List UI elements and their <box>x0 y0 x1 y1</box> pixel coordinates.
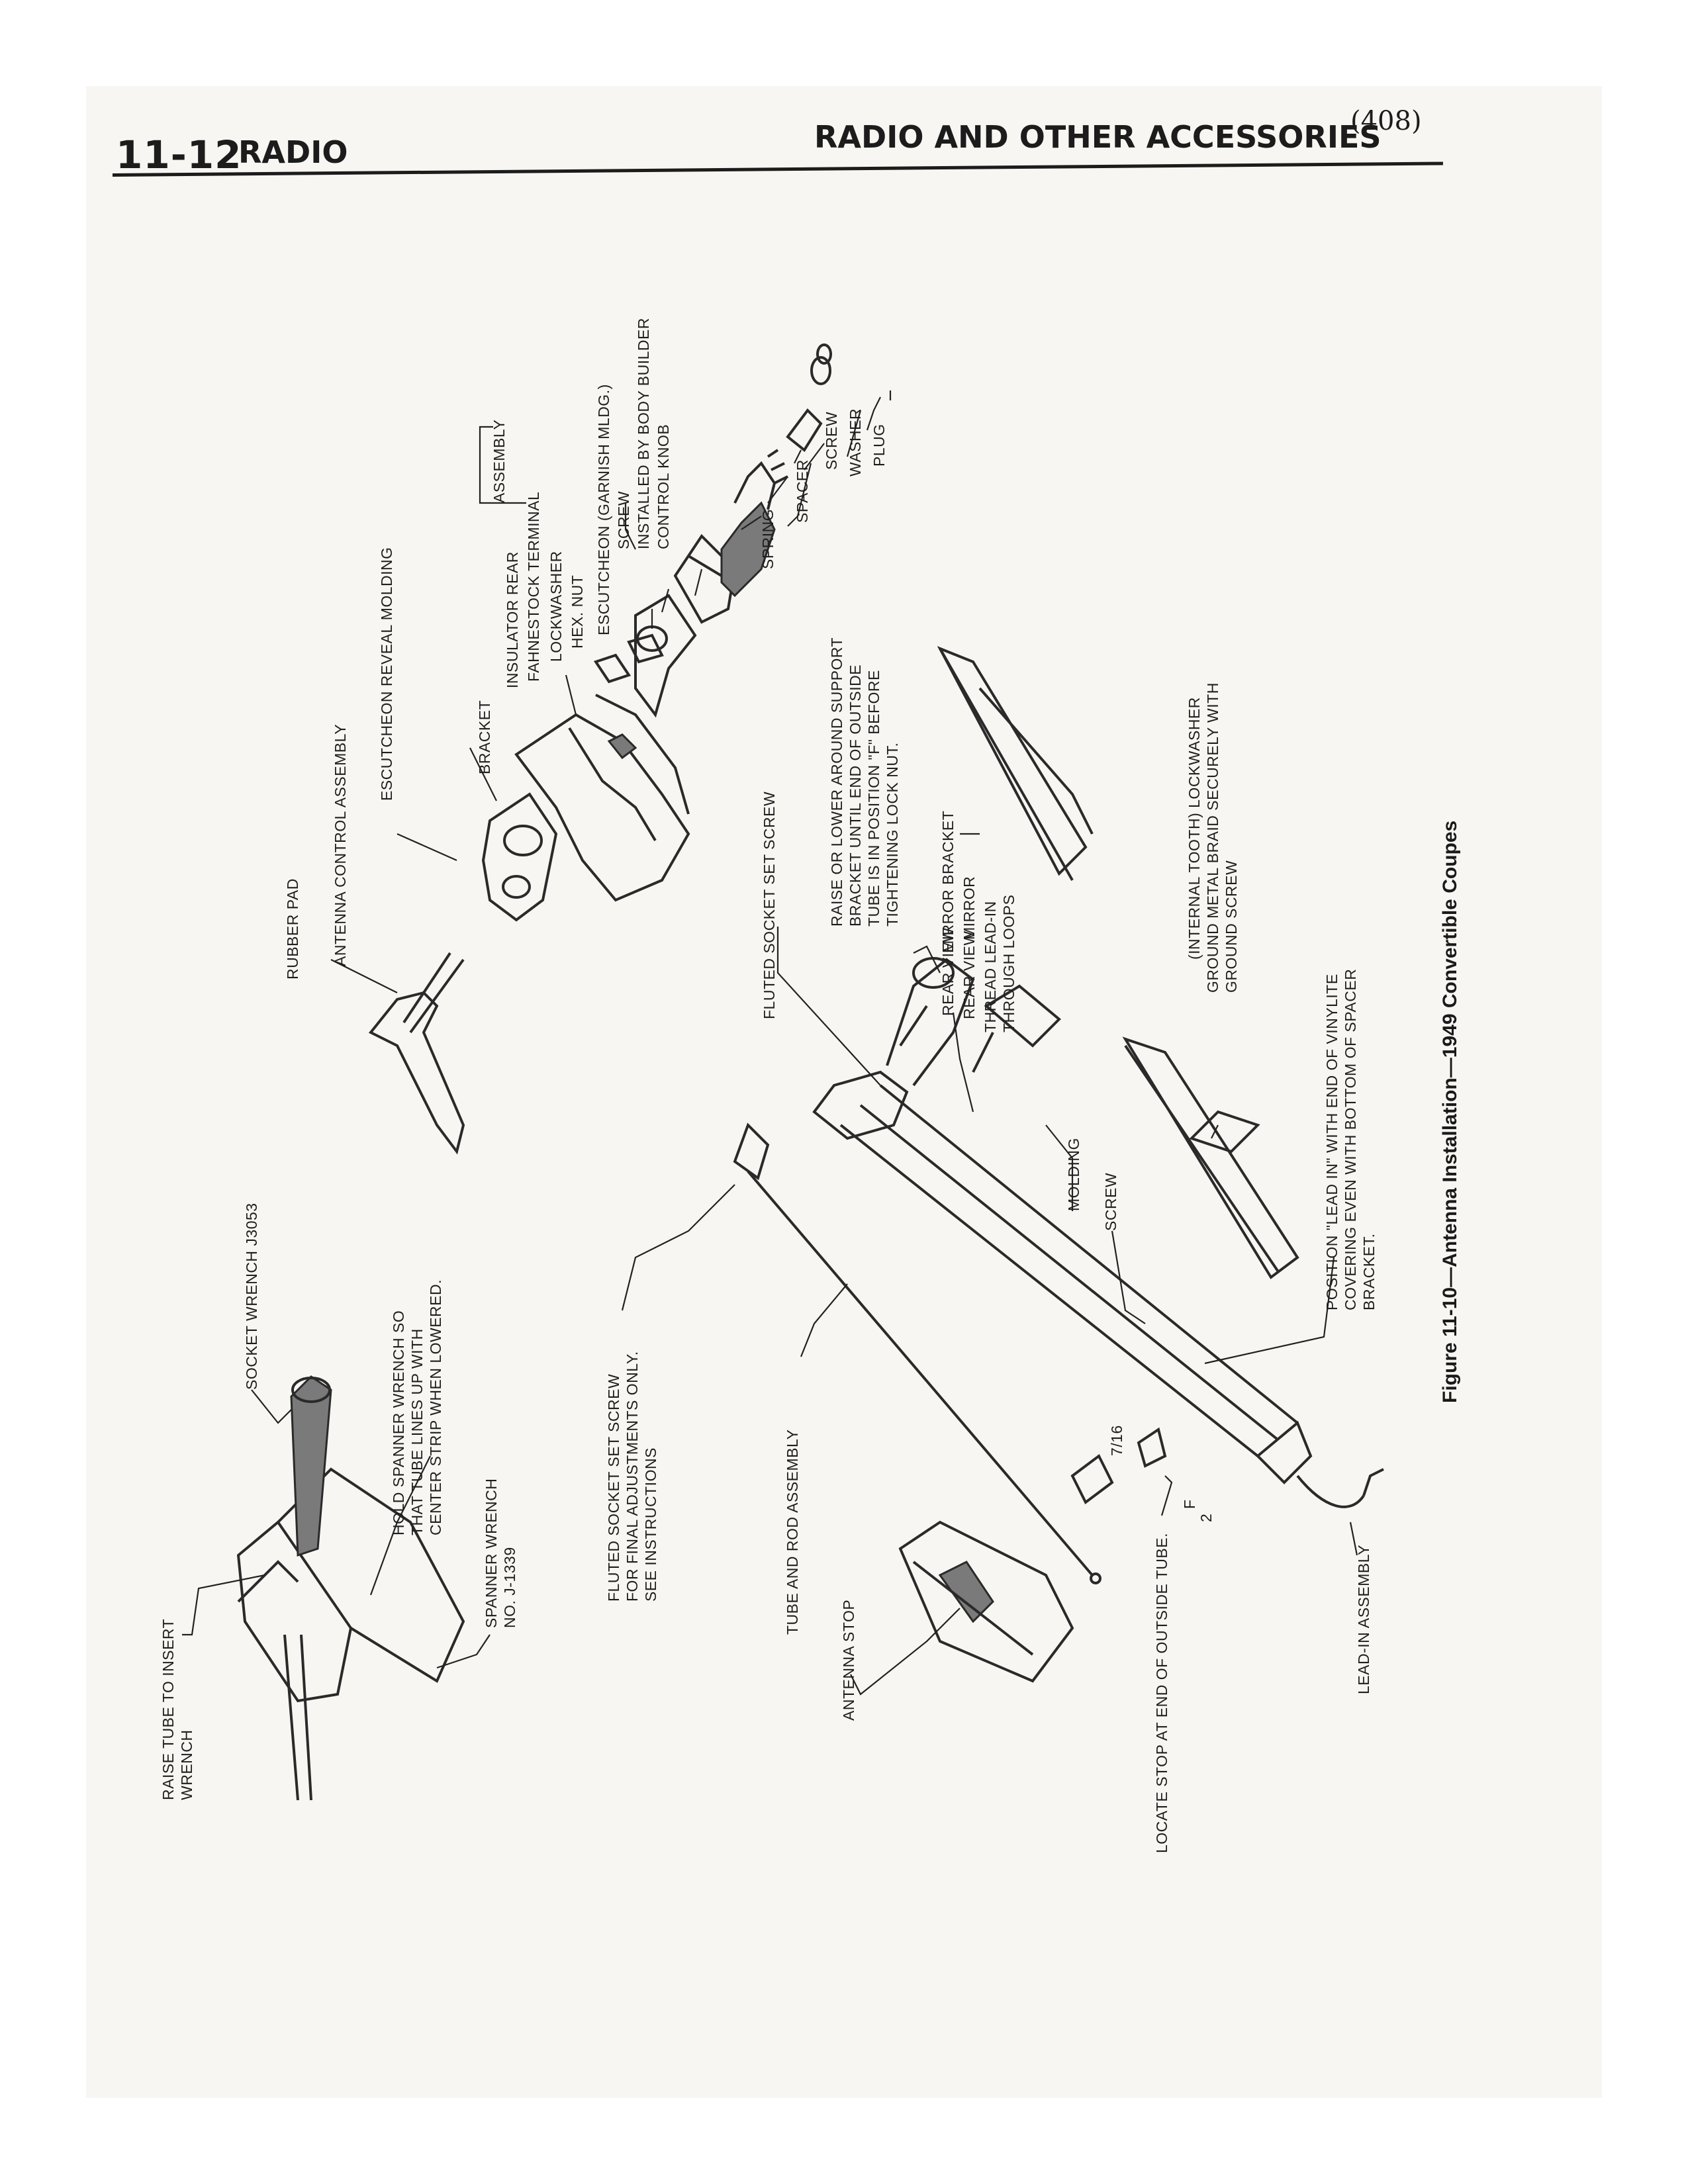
detail-views-illustration <box>937 646 1299 1279</box>
label-fluted-final-1: FLUTED SOCKET SET SCREW <box>605 1374 622 1602</box>
section-title: RADIO <box>238 134 348 170</box>
label-control-knob: CONTROL KNOB <box>655 424 672 549</box>
label-assembly: ASSEMBLY <box>491 420 508 503</box>
label-screw: SCREW <box>823 412 840 470</box>
label-hex-nut: HEX. NUT <box>569 575 586 649</box>
label-rear-view-mirror-1: REAR VIEW <box>939 927 957 1016</box>
label-raise-lower-4: TIGHTENING LOCK NUT. <box>884 743 901 927</box>
label-thread-lead-in-2: THROUGH LOOPS <box>1000 895 1017 1032</box>
figure-caption: Figure 11-10—Antenna Installation—1949 C… <box>1439 821 1461 1403</box>
label-position-lead-in-2: COVERING EVEN WITH BOTTOM OF SPACER <box>1342 969 1359 1310</box>
label-locate-stop: LOCATE STOP AT END OF OUTSIDE TUBE. <box>1153 1533 1170 1853</box>
label-screw-2: SCREW <box>1102 1173 1119 1231</box>
label-position-lead-in-1: POSITION "LEAD IN" WITH END OF VINYLITE <box>1323 974 1340 1310</box>
label-fluted-final-2: FOR FINAL ADJUSTMENTS ONLY. <box>624 1351 641 1602</box>
label-screw-body-builder: SCREW <box>615 491 632 549</box>
label-dimension-2: 2 <box>1197 1514 1215 1522</box>
label-washer: WASHER <box>847 408 864 477</box>
scanned-page <box>86 86 1602 2098</box>
label-lead-in-assembly: LEAD-IN ASSEMBLY <box>1355 1545 1372 1694</box>
label-fluted-socket-set-screw: FLUTED SOCKET SET SCREW <box>761 792 778 1019</box>
wrench-illustration <box>236 1375 465 1801</box>
label-tube-rod-assembly: TUBE AND ROD ASSEMBLY <box>784 1430 801 1635</box>
label-spacer: SPACER <box>794 459 811 523</box>
label-spanner-wrench-2: NO. J-1339 <box>501 1547 518 1628</box>
label-rubber-pad: RUBBER PAD <box>284 878 301 979</box>
label-dimension-1: 7/16 <box>1108 1425 1125 1456</box>
antenna-tube-illustration <box>733 957 1384 1584</box>
label-mark-f: F <box>1181 1499 1198 1509</box>
page-number: (408) <box>1350 106 1422 136</box>
label-hold-spanner-1: HOLD SPANNER WRENCH SO <box>390 1310 407 1535</box>
label-insulator-rear: INSULATOR REAR <box>504 551 521 688</box>
label-position-lead-in-3: BRACKET. <box>1360 1234 1378 1310</box>
label-rear-view: REAR VIEW <box>961 931 978 1019</box>
label-fahnestock-terminal: FAHNESTOCK TERMINAL <box>525 492 542 682</box>
label-raise-tube-1: RAISE TUBE TO INSERT <box>160 1619 177 1800</box>
label-lockwasher: LOCKWASHER <box>547 551 565 662</box>
label-antenna-stop: ANTENNA STOP <box>840 1600 857 1721</box>
label-hold-spanner-3: CENTER STRIP WHEN LOWERED. <box>427 1279 444 1535</box>
label-escutcheon-reveal-molding: ESCUTCHEON REVEAL MOLDING <box>378 547 395 801</box>
label-spring: SPRING <box>759 509 776 569</box>
label-internal-tooth-lockwasher: (INTERNAL TOOTH) LOCKWASHER <box>1186 697 1203 960</box>
label-socket-wrench: SOCKET WRENCH J3053 <box>243 1203 260 1390</box>
figure-labels: ASSEMBLY SCREW INSTALLED BY BODY BUILDER… <box>160 318 1461 1853</box>
control-assembly-illustration <box>368 343 832 1155</box>
label-thread-lead-in-1: THREAD LEAD-IN <box>982 901 999 1032</box>
label-hold-spanner-2: THAT TUBE LINES UP WITH <box>408 1328 426 1535</box>
label-antenna-control-assembly: ANTENNA CONTROL ASSEMBLY <box>332 724 349 966</box>
label-ground-screw: GROUND SCREW <box>1223 860 1240 993</box>
chapter-title: RADIO AND OTHER ACCESSORIES <box>814 119 1382 155</box>
label-plug: PLUG <box>870 424 888 467</box>
section-number: 11-12 <box>116 132 242 177</box>
label-ground-braid: GROUND METAL BRAID SECURELY WITH <box>1204 682 1221 993</box>
label-spanner-wrench-1: SPANNER WRENCH <box>483 1479 500 1628</box>
label-mirror-bracket: MIRROR BRACKET <box>939 811 957 953</box>
label-raise-lower-2: BRACKET UNTIL END OF OUTSIDE <box>847 664 864 927</box>
leader-lines <box>182 390 1358 1696</box>
label-escutcheon-garnish: ESCUTCHEON (GARNISH MLDG.) <box>595 384 612 635</box>
label-molding: MOLDING <box>1065 1138 1082 1211</box>
label-rear-view-mirror-2: MIRROR <box>961 876 978 940</box>
label-raise-lower-3: TUBE IS IN POSITION "F" BEFORE <box>865 670 882 927</box>
label-installed-by-body-builder: INSTALLED BY BODY BUILDER <box>635 318 652 549</box>
label-raise-lower-1: RAISE OR LOWER AROUND SUPPORT <box>828 637 845 927</box>
antenna-stop-illustration <box>898 1520 1074 1683</box>
label-fluted-final-3: SEE INSTRUCTIONS <box>642 1447 659 1602</box>
label-bracket: BRACKET <box>476 700 493 774</box>
label-raise-tube-2: WRENCH <box>178 1730 195 1801</box>
